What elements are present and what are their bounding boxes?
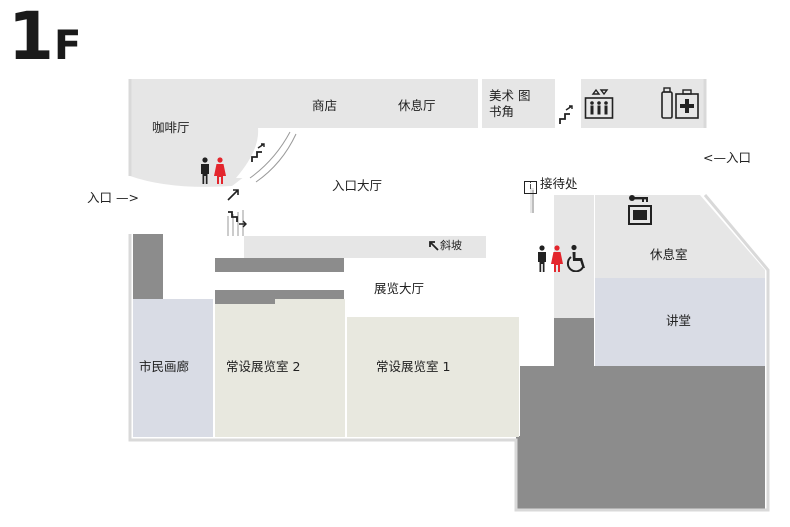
- room-lecture-hall[interactable]: 讲堂: [666, 313, 692, 328]
- entrance-west[interactable]: 入口 —>: [87, 190, 139, 205]
- escalator-icon[interactable]: [226, 186, 244, 202]
- stairs-icon[interactable]: [558, 104, 576, 126]
- escalator-icon[interactable]: [226, 210, 248, 228]
- reception-label: 接待处: [540, 176, 578, 191]
- floor-label: 1F: [8, 4, 81, 70]
- stair-shaft: [555, 79, 577, 128]
- room-break-room[interactable]: 休息室: [650, 247, 688, 262]
- room-exhibition-hall[interactable]: 展览大厅: [374, 281, 425, 296]
- room-cafe[interactable]: 咖啡厅: [152, 120, 190, 135]
- escalator-icon[interactable]: [250, 142, 270, 164]
- arrow-up-left-icon: [429, 241, 439, 251]
- cafe-curve-wall: [236, 128, 300, 178]
- library-divider: [478, 79, 482, 128]
- room-slope: 斜坡: [440, 239, 462, 252]
- lecture-hall-area: [595, 278, 765, 366]
- floor-number: 1: [8, 0, 54, 75]
- room-citizen-gallery[interactable]: 市民画廊: [139, 359, 190, 374]
- wheelchair-icon[interactable]: [566, 244, 592, 272]
- building-outline: [128, 79, 770, 512]
- ramp-area: [244, 236, 486, 258]
- room-permanent-2[interactable]: 常设展览室 2: [226, 359, 301, 374]
- locker-icon[interactable]: [627, 194, 653, 226]
- first-aid-icon[interactable]: [660, 86, 700, 120]
- permanent-room-1-area: [347, 317, 519, 437]
- room-permanent-1[interactable]: 常设展览室 1: [376, 359, 451, 374]
- west-wall: [133, 234, 163, 300]
- elevator-icon[interactable]: [584, 88, 614, 120]
- permanent-room-2-area: [215, 299, 345, 437]
- elevator-block: [577, 79, 581, 128]
- room-lounge-top[interactable]: 休息厅: [398, 98, 436, 113]
- reception-column-dark: [554, 318, 594, 366]
- room-entrance-hall: 入口大厅: [332, 178, 383, 193]
- gallery-wall-1: [215, 258, 344, 272]
- room-shop[interactable]: 商店: [312, 98, 338, 113]
- info-icon: i: [524, 181, 537, 194]
- restroom-icon[interactable]: [199, 156, 229, 186]
- restroom-icon[interactable]: [536, 244, 566, 274]
- south-east-block: [516, 366, 765, 510]
- room-art-library[interactable]: 美术 图书角: [489, 88, 531, 119]
- floor-suffix: F: [53, 23, 82, 69]
- entrance-east[interactable]: <—入口: [703, 150, 751, 165]
- citizen-gallery-area: [133, 299, 213, 437]
